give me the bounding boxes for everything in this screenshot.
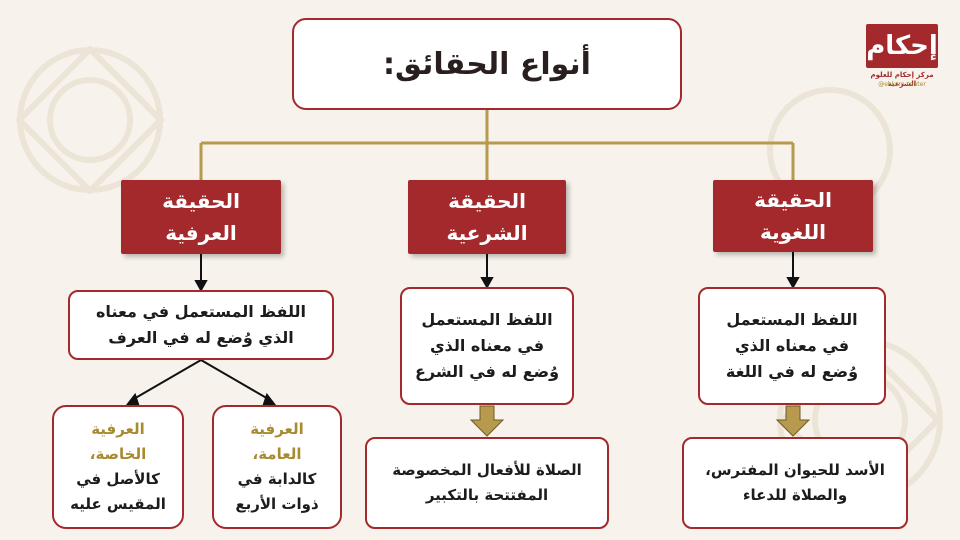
logo-mark [866, 24, 938, 68]
subtype-general-example: كالدابة في ذوات الأربع [235, 470, 319, 513]
logo-text: إحكام [866, 31, 938, 61]
logo-subtitle: مركز إحكام للعلوم الشرعية [870, 71, 934, 88]
subtype-general-label: العرفية العامة، [250, 420, 304, 463]
example-legal: الصلاة للأفعال المخصوصة المفتتحة بالتكبي… [365, 437, 609, 529]
subtype-specific-label: العرفية الخاصة، [89, 420, 147, 463]
definition-legal: اللفظ المستعمل في معناه الذي وُضع له في … [400, 287, 574, 405]
subtype-customary-specific: العرفية الخاصة، كالأصل في المقيس عليه [52, 405, 184, 529]
definition-linguistic: اللفظ المستعمل في معناه الذي وُضع له في … [698, 287, 886, 405]
category-legal: الحقيقة الشرعية [408, 180, 566, 254]
diagram-title: أنواع الحقائق: [292, 18, 682, 110]
subtype-customary-general: العرفية العامة، كالدابة في ذوات الأربع [212, 405, 342, 529]
ehkam-logo: إحكام مركز إحكام للعلوم الشرعية @ehkam.c… [866, 24, 938, 90]
logo-handle: @ehkam.center [878, 81, 926, 88]
category-customary: الحقيقة العرفية [121, 180, 281, 254]
category-linguistic: الحقيقة اللغوية [713, 180, 873, 252]
subtype-specific-example: كالأصل في المقيس عليه [70, 470, 166, 513]
definition-customary: اللفظ المستعمل في معناه الذي وُضع له في … [68, 290, 334, 360]
example-linguistic: الأسد للحيوان المفترس، والصلاة للدعاء [682, 437, 908, 529]
